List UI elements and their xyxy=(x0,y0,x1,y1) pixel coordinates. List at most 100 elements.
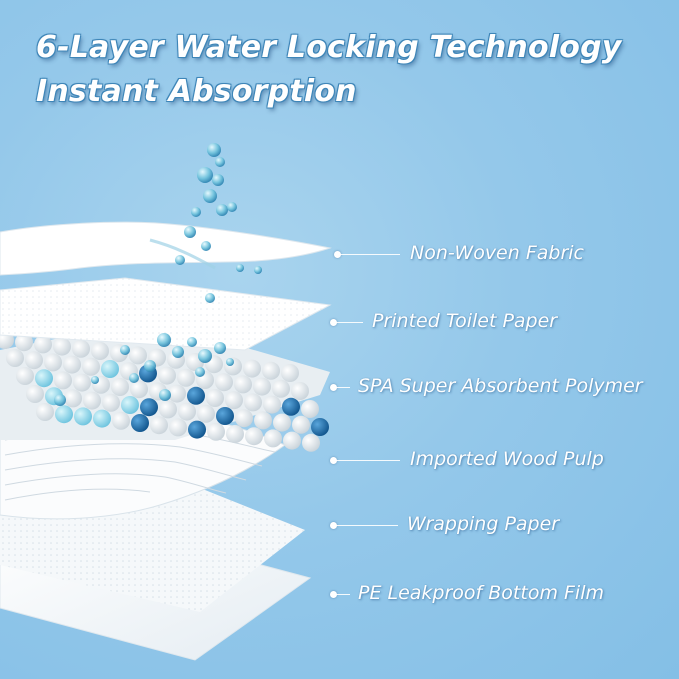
water-drop xyxy=(120,345,130,355)
layer-label: SPA Super Absorbent Polymer xyxy=(358,375,643,397)
sap-bead xyxy=(187,386,205,405)
water-drop xyxy=(214,342,226,354)
sap-bead xyxy=(178,402,196,421)
water-drop xyxy=(215,157,225,167)
sap-bead xyxy=(188,420,206,439)
sap-bead xyxy=(254,411,272,430)
sap-bead xyxy=(243,359,261,378)
water-drop xyxy=(254,266,262,274)
sap-bead xyxy=(131,414,149,432)
water-drop xyxy=(172,346,184,358)
layer-label: Wrapping Paper xyxy=(407,513,560,535)
sap-bead xyxy=(206,389,224,407)
sap-bead xyxy=(73,373,91,392)
water-drop xyxy=(236,264,244,272)
headline-line-2: Instant Absorption xyxy=(36,74,357,109)
sap-bead xyxy=(302,433,320,452)
sap-bead xyxy=(91,342,109,360)
water-drop xyxy=(187,337,197,347)
layer-label: Printed Toilet Paper xyxy=(372,310,558,332)
sap-bead xyxy=(273,413,291,432)
sap-bead xyxy=(311,418,329,436)
sap-bead xyxy=(197,404,215,423)
sap-bead xyxy=(292,415,310,434)
water-drop xyxy=(207,143,221,157)
sap-bead xyxy=(121,396,139,414)
connector-line xyxy=(337,254,400,255)
sap-bead xyxy=(82,357,100,376)
sap-bead xyxy=(44,353,62,372)
sap-bead xyxy=(74,407,92,426)
sap-bead xyxy=(101,360,119,378)
layer-sap xyxy=(0,320,330,452)
sap-bead xyxy=(16,367,34,385)
sap-bead xyxy=(34,335,52,354)
sap-bead xyxy=(55,405,73,424)
water-drop xyxy=(205,293,215,303)
sap-bead xyxy=(64,389,82,408)
sap-bead xyxy=(159,400,177,419)
sap-bead xyxy=(291,382,309,400)
sap-bead xyxy=(301,400,319,418)
sap-bead xyxy=(53,337,71,356)
connector-line xyxy=(333,594,350,595)
layer-non-woven xyxy=(0,221,332,276)
water-drop xyxy=(201,241,211,251)
sap-bead xyxy=(169,418,187,437)
sap-bead xyxy=(26,385,44,403)
sap-bead xyxy=(83,391,101,410)
connector-line xyxy=(333,525,398,526)
sap-bead xyxy=(130,380,148,399)
sap-bead xyxy=(63,355,81,374)
sap-bead xyxy=(72,339,90,358)
sap-bead xyxy=(215,373,233,392)
water-drop xyxy=(216,204,228,216)
layer-label: Non-Woven Fabric xyxy=(410,242,584,264)
sap-bead xyxy=(140,398,158,417)
water-drop xyxy=(227,202,237,212)
sap-bead xyxy=(281,364,299,382)
sap-bead xyxy=(283,431,301,450)
sap-bead xyxy=(168,384,186,403)
water-drop xyxy=(197,167,213,183)
sap-bead xyxy=(6,349,24,367)
sap-bead xyxy=(158,366,176,385)
sap-bead xyxy=(25,351,43,370)
sap-bead xyxy=(262,361,280,380)
sap-bead xyxy=(112,411,130,430)
sap-bead xyxy=(15,333,33,352)
water-drop xyxy=(175,255,185,265)
sap-bead xyxy=(177,368,195,387)
sap-bead xyxy=(245,427,263,446)
sap-bead xyxy=(54,371,72,390)
water-drop xyxy=(159,389,171,401)
sap-bead xyxy=(272,379,290,398)
water-drop xyxy=(198,349,212,363)
sap-bead xyxy=(102,393,120,412)
sap-bead xyxy=(234,375,252,394)
layer-label: Imported Wood Pulp xyxy=(410,448,604,470)
water-drop xyxy=(226,358,234,366)
water-droplets xyxy=(54,143,262,406)
sap-bead xyxy=(253,377,271,396)
water-drop xyxy=(54,394,66,406)
water-drop xyxy=(212,174,224,186)
water-drop xyxy=(184,226,196,238)
sap-bead xyxy=(216,407,234,425)
connector-line xyxy=(333,322,363,323)
headline-line-1: 6-Layer Water Locking Technology xyxy=(36,30,622,65)
sap-bead xyxy=(226,425,244,443)
sap-bead xyxy=(93,409,111,428)
sap-bead xyxy=(111,378,129,396)
sap-bead xyxy=(150,416,168,435)
water-drop xyxy=(195,367,205,377)
water-drop xyxy=(191,207,201,217)
sap-bead xyxy=(264,429,282,448)
sap-bead xyxy=(244,393,262,412)
sap-bead xyxy=(129,346,147,365)
water-drop xyxy=(144,360,156,372)
sap-bead xyxy=(263,395,281,414)
water-drop xyxy=(157,333,171,347)
